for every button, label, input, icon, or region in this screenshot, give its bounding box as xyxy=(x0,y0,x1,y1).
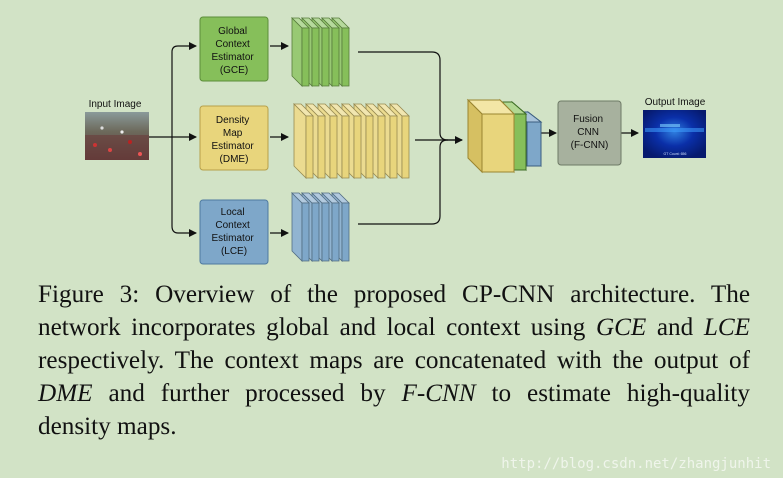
input-crowd-image xyxy=(85,112,149,160)
layer-slab xyxy=(301,27,310,87)
caption-lce: LCE xyxy=(703,314,751,341)
dme-line-1: Density xyxy=(216,115,249,126)
layer-slab xyxy=(311,27,320,87)
layer-slab xyxy=(377,115,386,179)
dme-line-4: (DME) xyxy=(220,154,249,165)
concatenated-features xyxy=(466,98,543,174)
lce-line-1: Local xyxy=(221,207,245,218)
lce-box: Local Context Estimator (LCE) xyxy=(199,199,269,265)
figure-caption: Figure 3: Overview of the proposed CP-CN… xyxy=(38,278,750,443)
svg-text:Fusion CNN (F-CNN): Fusion CNN (F-CNN) xyxy=(571,114,609,151)
layer-slab xyxy=(341,202,350,262)
layer-slab xyxy=(341,27,350,87)
output-image-label: Output Image xyxy=(645,97,706,108)
layer-slab xyxy=(301,202,310,262)
layer-slab xyxy=(341,115,350,179)
layer-slab xyxy=(389,115,398,179)
lce-line-3: Estimator xyxy=(211,233,254,244)
gce-layer-stack xyxy=(291,17,350,87)
dme-line-2: Map xyxy=(223,128,243,139)
caption-dme: DME xyxy=(38,380,93,407)
output-density-map: GT Count: 656 xyxy=(643,110,706,158)
svg-text:Local Context Esti: Local Context Estimator (LCE) xyxy=(211,207,256,257)
dme-layer-stack xyxy=(293,103,410,179)
layer-slab xyxy=(291,17,303,87)
layer-slab xyxy=(293,103,307,179)
caption-gce: GCE xyxy=(595,314,647,341)
gce-line-4: (GCE) xyxy=(220,65,248,76)
fcnn-line-1: Fusion xyxy=(573,114,603,125)
connectors xyxy=(149,42,639,237)
layer-slab xyxy=(365,115,374,179)
lce-line-4: (LCE) xyxy=(221,246,247,257)
layer-slab xyxy=(401,115,410,179)
lce-line-2: Context xyxy=(215,220,250,231)
gce-line-3: Estimator xyxy=(211,52,254,63)
watermark: http://blog.csdn.net/zhangjunhit xyxy=(501,456,771,472)
fcnn-box: Fusion CNN (F-CNN) xyxy=(557,100,622,166)
layer-slab xyxy=(331,27,340,87)
caption-mid: respectively. The context maps are conca… xyxy=(38,347,750,374)
gce-line-2: Context xyxy=(215,39,250,50)
dme-box: Density Map Estimator (DME) xyxy=(199,105,269,171)
gce-box: Global Context Estimator (GCE) xyxy=(199,16,269,82)
layer-slab xyxy=(317,115,326,179)
caption-and: and xyxy=(646,314,704,341)
layer-slab xyxy=(305,115,314,179)
caption-mid2: and further processed by xyxy=(92,380,402,407)
caption-prefix: Figure 3: Overview of the proposed CP-CN… xyxy=(38,281,750,341)
output-count-text: GT Count: 656 xyxy=(664,152,687,156)
fcnn-line-3: (F-CNN) xyxy=(571,140,609,151)
layer-slab xyxy=(321,27,330,87)
fcnn-line-2: CNN xyxy=(577,127,599,138)
svg-text:Global Context Est: Global Context Estimator (GCE) xyxy=(211,26,256,76)
layer-slab xyxy=(311,202,320,262)
layer-slab xyxy=(321,202,330,262)
layer-slab xyxy=(329,115,338,179)
svg-text:Density Map Estima: Density Map Estimator (DME) xyxy=(211,115,256,165)
caption-fcnn: F-CNN xyxy=(401,380,476,407)
caption-suffix: to estimate high-quality density maps. xyxy=(38,380,750,440)
lce-layer-stack xyxy=(291,192,350,262)
gce-line-1: Global xyxy=(218,26,247,37)
dme-line-3: Estimator xyxy=(211,141,254,152)
layer-slab xyxy=(353,115,362,179)
architecture-diagram: Input Image Global Context Estimator (GC… xyxy=(85,16,706,265)
input-image-label: Input Image xyxy=(89,99,142,110)
layer-slab xyxy=(291,192,303,262)
layer-slab xyxy=(331,202,340,262)
